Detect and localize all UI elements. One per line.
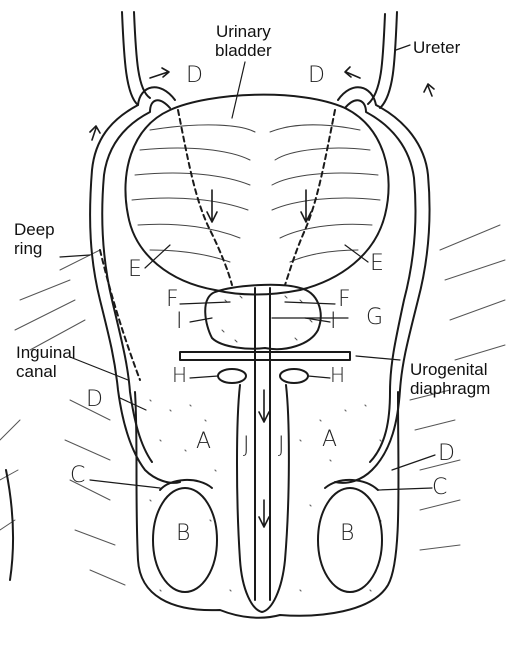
- scrotum: [135, 392, 399, 618]
- letter-h-left: H: [172, 366, 187, 385]
- letter-h-right: H: [330, 366, 345, 385]
- letter-a-left: A: [196, 432, 211, 451]
- label-ring: ring: [14, 239, 55, 258]
- letter-d-right-top: D: [308, 66, 325, 85]
- scrotum-stipple: [150, 400, 381, 591]
- label-inguinal-canal: Inguinal canal: [16, 343, 76, 381]
- label-urinary: Urinary: [215, 22, 272, 41]
- letter-a-right: A: [322, 430, 337, 449]
- hatching: [0, 225, 505, 585]
- letter-g: G: [366, 308, 383, 327]
- urogenital-diaphragm: [180, 352, 350, 360]
- letter-c-right: C: [432, 478, 447, 497]
- label-deep: Deep: [14, 220, 55, 239]
- letter-i-right: I: [330, 312, 337, 331]
- letter-e-right: E: [370, 254, 384, 273]
- bulbourethral-gland-left: [218, 369, 246, 383]
- letter-d-right-low: D: [438, 444, 455, 463]
- label-urogenital: Urogenital: [410, 360, 490, 379]
- letter-f-left: F: [166, 290, 179, 309]
- label-bladder: bladder: [215, 41, 272, 60]
- urinary-bladder: [125, 95, 388, 295]
- bulbourethral-gland-right: [280, 369, 308, 383]
- letter-j-right: J: [278, 436, 285, 455]
- label-diaphragm: diaphragm: [410, 379, 490, 398]
- letter-j-left: J: [243, 436, 250, 455]
- label-deep-ring: Deep ring: [14, 220, 55, 258]
- label-urinary-bladder: Urinary bladder: [215, 22, 272, 60]
- label-inguinal: Inguinal: [16, 343, 76, 362]
- letter-c-left: C: [70, 466, 85, 485]
- letter-i-left: I: [176, 312, 183, 331]
- label-urogenital-diaphragm: Urogenital diaphragm: [410, 360, 490, 398]
- label-canal: canal: [16, 362, 76, 381]
- letter-d-left-low: D: [86, 390, 103, 409]
- letter-e-left: E: [128, 260, 142, 279]
- letter-b-left: B: [176, 524, 190, 543]
- ductus-deferens-right: [335, 87, 430, 483]
- label-ureter: Ureter: [413, 38, 460, 57]
- ureter-course-right: [285, 110, 335, 285]
- bladder-texture: [132, 125, 380, 262]
- letter-d-left-top: D: [186, 66, 203, 85]
- letter-b-right: B: [340, 524, 354, 543]
- letter-f-right: F: [338, 290, 351, 309]
- ureter-course-left: [178, 110, 232, 285]
- urethra: [255, 288, 270, 600]
- ureter-right: [368, 12, 397, 108]
